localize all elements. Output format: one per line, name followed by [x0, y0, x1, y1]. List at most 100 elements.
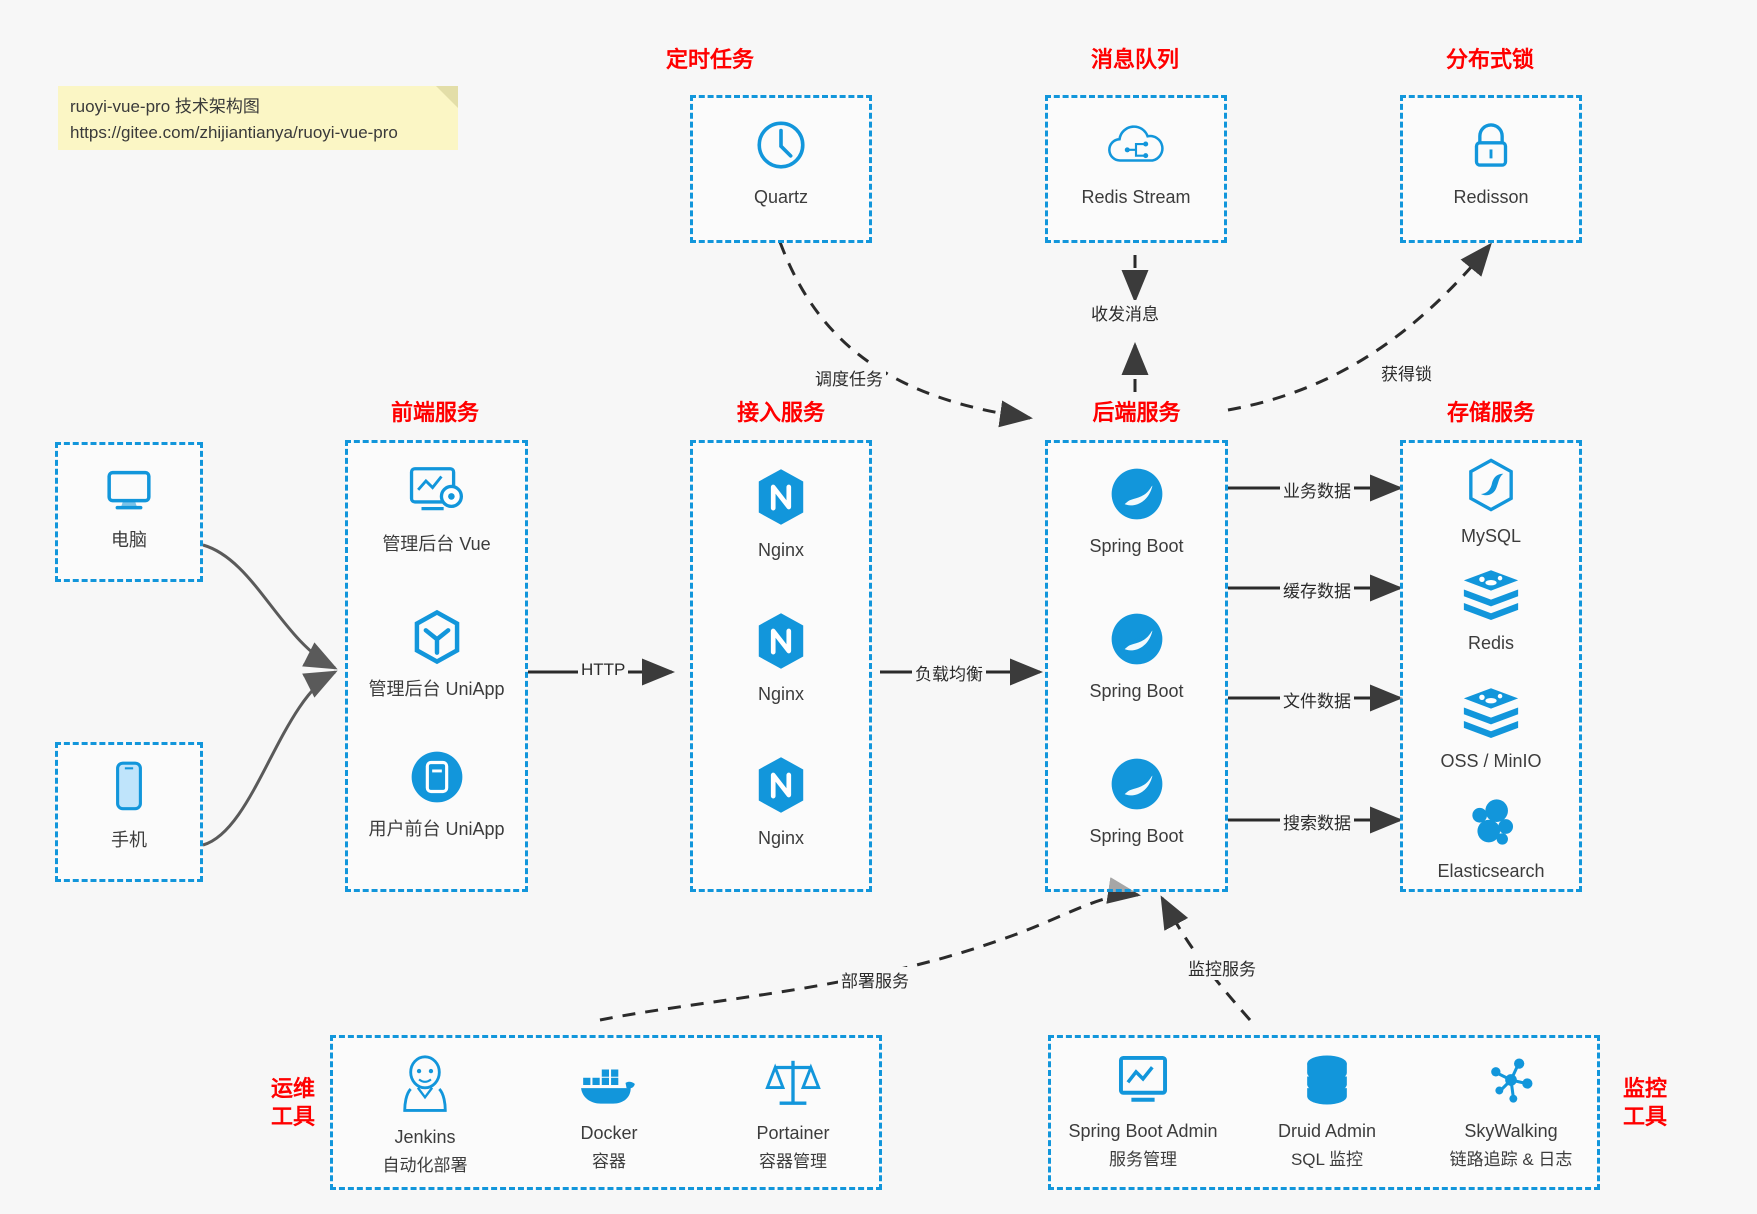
node-caption: Redis Stream — [1081, 187, 1191, 207]
group-backend: Spring Boot Spring Boot Spring Boot — [1045, 440, 1228, 892]
database-icon — [1235, 1052, 1419, 1113]
edge-label-schedule: 调度任务 — [812, 365, 886, 390]
node-caption: Docker — [580, 1123, 638, 1143]
clock-icon — [693, 116, 869, 179]
node-caption: SkyWalking — [1464, 1121, 1558, 1141]
group-client-pc: 电脑 — [55, 442, 203, 582]
node-docker[interactable]: Docker 容器 — [517, 1060, 701, 1174]
node-subcaption: 链路追踪 & 日志 — [1449, 1150, 1573, 1170]
node-spring-boot-3[interactable]: Spring Boot — [1048, 755, 1225, 848]
edge-label-mq: 收发消息 — [1088, 300, 1162, 325]
node-caption: Nginx — [757, 828, 805, 848]
node-spring-boot-1[interactable]: Spring Boot — [1048, 465, 1225, 558]
node-druid-admin[interactable]: Druid Admin SQL 监控 — [1235, 1052, 1419, 1172]
node-caption: MySQL — [1460, 526, 1521, 546]
group-frontend: 管理后台 Vue 管理后台 UniApp 用户前台 UniApp — [345, 440, 528, 892]
edge-label-observe: 监控服务 — [1185, 955, 1259, 980]
node-caption: Portainer — [756, 1123, 830, 1143]
group-label-gateway: 接入服务 — [736, 400, 825, 425]
node-caption: Spring Boot — [1089, 536, 1184, 556]
spring-boot-icon — [1048, 610, 1225, 673]
node-subcaption: 服务管理 — [1109, 1150, 1177, 1170]
group-storage: MySQL Redis — [1400, 440, 1582, 892]
group-label-lock: 分布式锁 — [1445, 47, 1534, 72]
node-caption: 用户前台 UniApp — [368, 819, 505, 839]
skywalking-icon — [1419, 1052, 1603, 1113]
node-caption: 管理后台 Vue — [382, 534, 491, 554]
nginx-icon — [693, 467, 869, 532]
node-caption: Elasticsearch — [1437, 861, 1545, 881]
devops-label-line2: 工具 — [270, 1103, 315, 1129]
devops-label-line1: 运维 — [270, 1076, 315, 1101]
node-admin-vue[interactable]: 管理后台 Vue — [348, 463, 525, 556]
node-caption: Spring Boot — [1089, 681, 1184, 701]
group-devops: Jenkins 自动化部署 Docker 容器 — [330, 1035, 882, 1190]
group-scheduler: Quartz — [690, 95, 872, 243]
group-label-scheduler: 定时任务 — [665, 47, 754, 72]
node-nginx-1[interactable]: Nginx — [693, 467, 869, 562]
node-nginx-3[interactable]: Nginx — [693, 755, 869, 850]
edge-label-http: HTTP — [578, 660, 629, 680]
node-nginx-2[interactable]: Nginx — [693, 611, 869, 706]
node-caption: Redisson — [1453, 187, 1529, 207]
node-caption: Redis — [1467, 633, 1515, 653]
node-portainer[interactable]: Portainer 容器管理 — [701, 1054, 885, 1174]
node-subcaption: 容器 — [592, 1152, 626, 1172]
node-mobile[interactable]: 手机 — [58, 759, 200, 852]
group-label-backend: 后端服务 — [1092, 400, 1181, 425]
phone-icon — [58, 759, 200, 822]
spring-boot-icon — [1048, 755, 1225, 818]
node-user-uniapp[interactable]: 用户前台 UniApp — [348, 748, 525, 841]
node-quartz[interactable]: Quartz — [693, 116, 869, 209]
node-elasticsearch[interactable]: Elasticsearch — [1403, 796, 1579, 883]
monitor-label-line2: 工具 — [1622, 1103, 1667, 1129]
group-monitor: Spring Boot Admin 服务管理 Druid Admin SQL 监… — [1048, 1035, 1600, 1190]
note-fold-icon — [436, 86, 458, 108]
group-label-devops: 运维 工具 — [258, 1075, 328, 1130]
edge-label-file-data: 文件数据 — [1280, 687, 1354, 712]
node-spring-boot-2[interactable]: Spring Boot — [1048, 610, 1225, 703]
edge-label-lock: 获得锁 — [1378, 360, 1435, 385]
group-mq: Redis Stream — [1045, 95, 1227, 243]
node-jenkins[interactable]: Jenkins 自动化部署 — [333, 1052, 517, 1178]
oss-icon — [1403, 686, 1579, 743]
cube-icon — [348, 608, 525, 671]
node-caption: Quartz — [753, 187, 809, 207]
group-gateway: Nginx Nginx Nginx — [690, 440, 872, 892]
node-pc[interactable]: 电脑 — [58, 461, 200, 552]
node-mysql[interactable]: MySQL — [1403, 457, 1579, 548]
node-caption: 管理后台 UniApp — [368, 679, 505, 699]
node-caption: Spring Boot — [1089, 826, 1184, 846]
node-caption: Spring Boot Admin — [1068, 1121, 1218, 1141]
jenkins-icon — [333, 1052, 517, 1119]
node-redisson[interactable]: Redisson — [1403, 116, 1579, 209]
group-lock: Redisson — [1400, 95, 1582, 243]
node-spring-boot-admin[interactable]: Spring Boot Admin 服务管理 — [1051, 1052, 1235, 1172]
node-oss-minio[interactable]: OSS / MinIO — [1403, 686, 1579, 773]
node-caption: Druid Admin — [1277, 1121, 1377, 1141]
note-text: ruoyi-vue-pro 技术架构图 https://gitee.com/zh… — [70, 94, 398, 145]
group-label-monitor: 监控 工具 — [1610, 1075, 1680, 1130]
edge-label-cache-data: 缓存数据 — [1280, 577, 1354, 602]
edge-label-biz-data: 业务数据 — [1280, 477, 1354, 502]
node-caption: Nginx — [757, 540, 805, 560]
node-redis[interactable]: Redis — [1403, 568, 1579, 655]
node-caption: OSS / MinIO — [1440, 751, 1542, 771]
node-caption: 电脑 — [111, 530, 147, 550]
node-subcaption: 容器管理 — [759, 1152, 827, 1172]
portainer-icon — [701, 1054, 885, 1115]
edge-label-deploy: 部署服务 — [838, 967, 912, 992]
node-subcaption: 自动化部署 — [382, 1156, 468, 1176]
lock-icon — [1403, 116, 1579, 179]
redis-icon — [1403, 568, 1579, 625]
group-label-frontend: 前端服务 — [390, 400, 479, 425]
node-skywalking[interactable]: SkyWalking 链路追踪 & 日志 — [1419, 1052, 1603, 1172]
group-client-mobile: 手机 — [55, 742, 203, 882]
node-redis-stream[interactable]: Redis Stream — [1048, 116, 1224, 209]
edge-label-search-data: 搜索数据 — [1280, 809, 1354, 834]
app-circle-icon — [348, 748, 525, 811]
node-subcaption: SQL 监控 — [1290, 1150, 1364, 1170]
node-caption: Jenkins — [394, 1127, 456, 1147]
node-admin-uniapp[interactable]: 管理后台 UniApp — [348, 608, 525, 701]
